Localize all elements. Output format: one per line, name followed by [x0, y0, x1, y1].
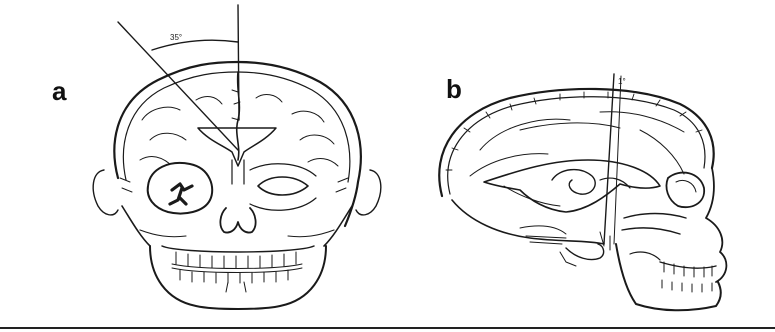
- upper-teeth: [172, 252, 302, 273]
- left-orbit: [148, 163, 213, 214]
- right-orbit: [258, 177, 308, 195]
- angle-a-text: 35°: [170, 33, 182, 42]
- teeth-b: [662, 262, 712, 292]
- orbit-b: [666, 173, 704, 208]
- ventricle-cast: [170, 184, 192, 204]
- nasal-aperture: [220, 208, 255, 233]
- lateral-skull: 1°: [439, 74, 726, 310]
- bottom-rule: [0, 327, 775, 329]
- frontal-skull: 35°: [93, 5, 381, 309]
- left-ear: [93, 170, 118, 215]
- angle-b-text: 1°: [618, 77, 626, 86]
- facial-profile: [706, 168, 726, 282]
- trajectory-line-b: [604, 74, 614, 244]
- cranium-outline: [439, 89, 713, 196]
- angle-arc: [152, 40, 238, 50]
- lateral-ventricle-b: [484, 160, 660, 212]
